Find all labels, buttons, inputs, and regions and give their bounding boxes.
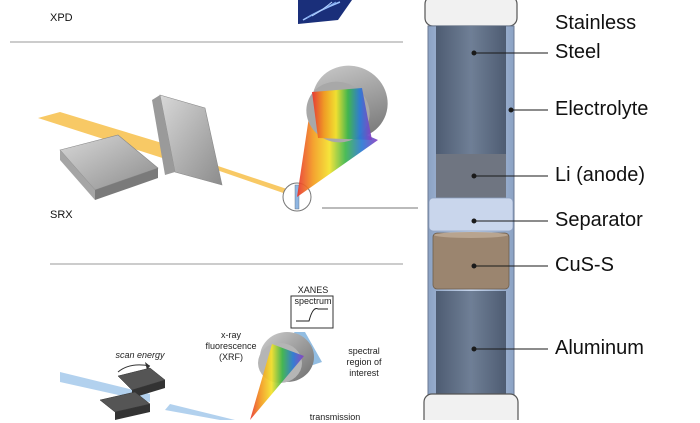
electrolyte-label: Electrolyte: [555, 98, 649, 120]
cathode-label: CuS-S: [555, 254, 614, 276]
xanes-spectrum-label: XANES spectrum: [294, 285, 332, 306]
anode-label: Li (anode): [555, 164, 646, 186]
scan-energy-label: scan energy: [115, 350, 165, 360]
stainless-steel-rod: [436, 26, 506, 154]
top-cap: [424, 0, 518, 27]
transmission-label: transmission: [309, 412, 361, 422]
aluminum-rod: [436, 291, 506, 394]
xrf-detector-icon: [250, 332, 314, 420]
srx-label: SRX: [50, 209, 73, 221]
stainless-label: Stainless: [555, 12, 637, 34]
steel-label: Steel: [555, 41, 601, 63]
roi-label: spectral region of interest: [346, 346, 382, 378]
battery-cell: [423, 0, 519, 420]
separator-layer: [428, 197, 514, 232]
monochromator-crystals-icon: [59, 94, 223, 200]
cus-s-cathode: [432, 232, 510, 290]
xrd-ring-pattern-icon: [298, 0, 352, 24]
leader-lines: [471, 50, 548, 352]
xanes-spectrum-icon: [290, 295, 334, 329]
xpd-label: XPD: [50, 12, 73, 24]
aluminum-label: Aluminum: [555, 337, 644, 359]
xrf-label: x-ray fluorescence (XRF): [205, 330, 257, 362]
scan-stage-icon: [99, 362, 166, 420]
separator-label: Separator: [555, 209, 643, 231]
bottom-cap: [423, 393, 519, 420]
detector-icon: [306, 65, 388, 143]
